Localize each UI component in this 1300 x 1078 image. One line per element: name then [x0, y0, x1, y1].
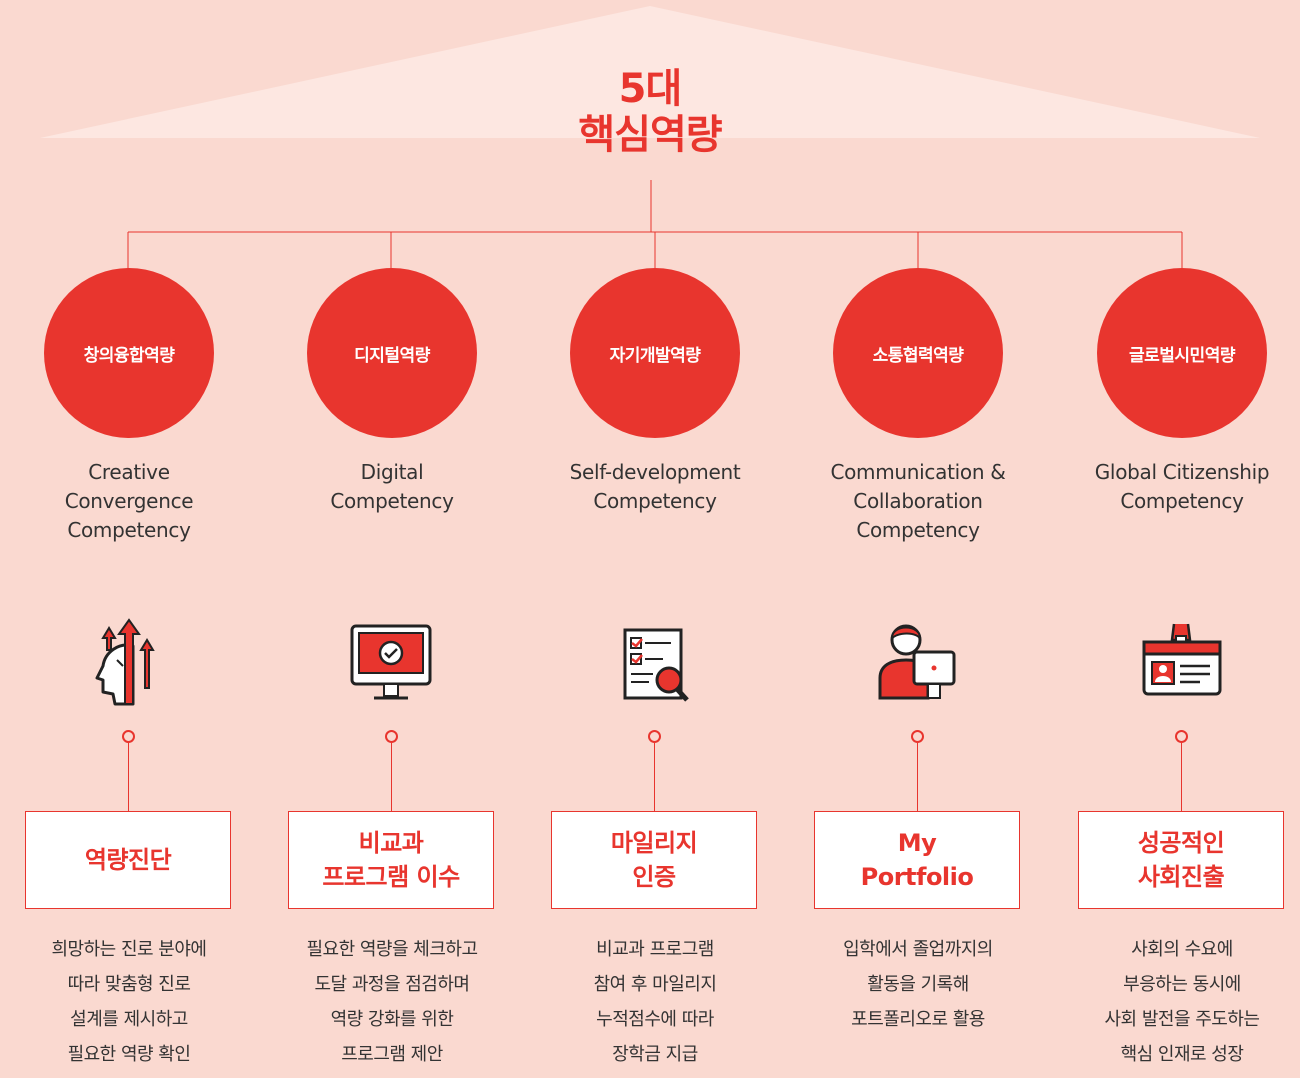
id-card-icon	[1142, 623, 1222, 696]
competency-english: Digital Competency	[330, 460, 454, 513]
program-box: 비교과 프로그램 이수	[288, 811, 494, 909]
competency-circle: 글로벌시민역량	[1097, 268, 1267, 438]
competency-circle: 디지털역량	[307, 268, 477, 438]
connector-dot	[122, 730, 135, 743]
title-line-2: 핵심역량	[578, 112, 722, 158]
program-description: 필요한 역량을 체크하고 도달 과정을 점검하며 역량 강화를 위한 프로그램 …	[306, 939, 478, 1065]
competency-column: 자기개발역량 Self-development Competency 마일리지 …	[524, 0, 786, 1078]
competency-circle: 자기개발역량	[570, 268, 740, 438]
connector-dot	[911, 730, 924, 743]
connector-stem	[391, 743, 392, 811]
program-box: 성공적인 사회진출	[1078, 811, 1284, 909]
program-description: 사회의 수요에 부응하는 동시에 사회 발전을 주도하는 핵심 인재로 성장	[1104, 939, 1260, 1065]
competency-english: Communication & Collaboration Competency	[830, 460, 1006, 542]
competency-column: 소통협력역량 Communication & Collaboration Com…	[787, 0, 1049, 1078]
program-description: 비교과 프로그램 참여 후 마일리지 누적점수에 따라 장학금 지급	[593, 939, 717, 1065]
competency-column: 글로벌시민역량 Global Citizenship Competency 성공…	[1051, 0, 1300, 1078]
program-description: 입학에서 졸업까지의 활동을 기록해 포트폴리오로 활용	[843, 939, 993, 1030]
connector-stem	[128, 743, 129, 811]
program-box: 마일리지 인증	[551, 811, 757, 909]
connector-dot	[648, 730, 661, 743]
program-description: 희망하는 진로 분야에 따라 맞춤형 진로 설계를 제시하고 필요한 역량 확인	[51, 939, 207, 1065]
connector-stem	[1181, 743, 1182, 811]
connector-stem	[654, 743, 655, 811]
connector-stem	[917, 743, 918, 811]
competency-english: Global Citizenship Competency	[1094, 460, 1270, 513]
monitor-check-icon	[350, 624, 432, 700]
roof-shape	[40, 6, 1260, 138]
checklist-magnifier-icon	[623, 628, 689, 702]
person-computer-icon	[878, 624, 956, 700]
competency-english: Self-development Competency	[569, 460, 741, 513]
title-line-1: 5대	[618, 66, 683, 112]
competency-english: Creative Convergence Competency	[64, 460, 194, 542]
competency-circle: 소통협력역량	[833, 268, 1003, 438]
connector-dot	[1175, 730, 1188, 743]
competency-column: 창의융합역량 Creative Convergence Competency 역…	[0, 0, 260, 1078]
program-box: My Portfolio	[814, 811, 1020, 909]
diagram-title: 5대 핵심역량	[0, 66, 1300, 158]
competency-column: 디지털역량 Digital Competency 비교과 프로그램 이수 필요한…	[261, 0, 523, 1078]
connector-dot	[385, 730, 398, 743]
competency-circle: 창의융합역량	[44, 268, 214, 438]
head-growth-arrows-icon	[95, 618, 155, 706]
program-box: 역량진단	[25, 811, 231, 909]
